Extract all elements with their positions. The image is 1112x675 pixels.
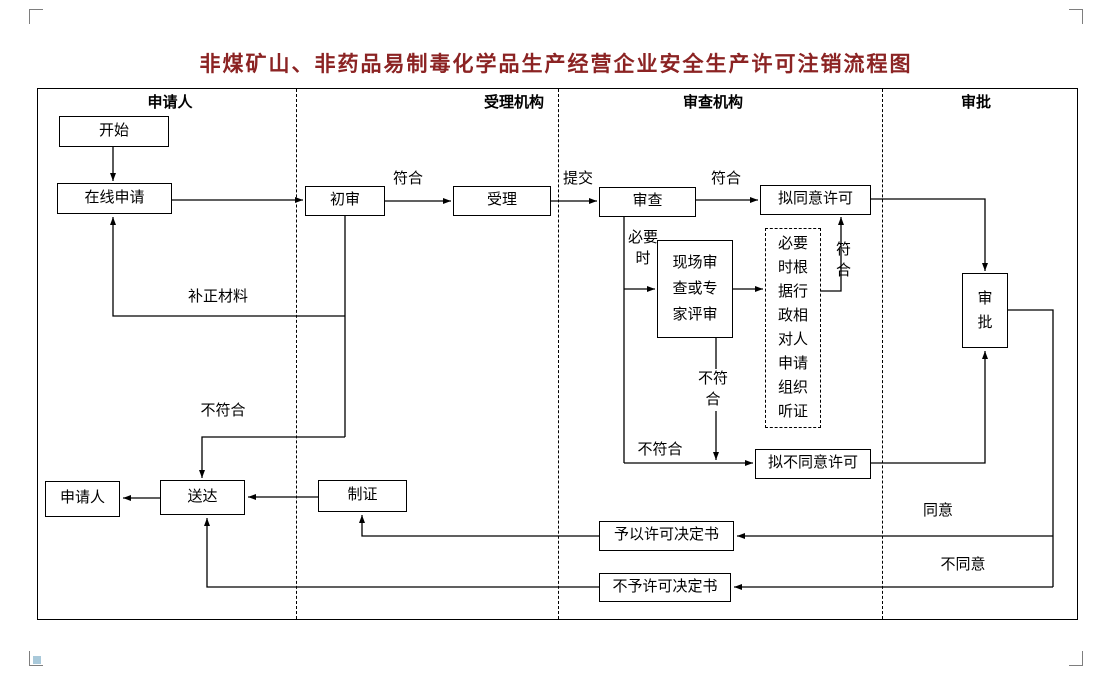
crop-mark-bottom-left bbox=[29, 651, 43, 666]
edge-label-submit: 提交 bbox=[562, 171, 593, 187]
node-accept: 受理 bbox=[453, 186, 551, 216]
node-onsite-review: 现场审查或专家评审 bbox=[657, 240, 733, 338]
edge-label-disagree: 不同意 bbox=[940, 557, 986, 573]
node-hearing: 必要时根据行政相对人申请组织听证 bbox=[765, 228, 821, 428]
node-deliver: 送达 bbox=[160, 480, 245, 515]
edge-label-conform-2: 符合 bbox=[710, 171, 741, 187]
node-propose-deny: 拟不同意许可 bbox=[755, 449, 871, 479]
node-review: 审查 bbox=[599, 187, 696, 217]
lane-label-accepting-agency: 受理机构 bbox=[483, 95, 545, 111]
crop-mark-top-right bbox=[1069, 9, 1083, 24]
crop-mark-top-left bbox=[29, 9, 43, 24]
node-start: 开始 bbox=[59, 116, 169, 147]
edge-label-conform-3: 符合 bbox=[835, 242, 851, 279]
node-grant-decision: 予以许可决定书 bbox=[599, 521, 734, 551]
node-propose-approve: 拟同意许可 bbox=[760, 185, 871, 215]
page-title: 非煤矿山、非药品易制毒化学品生产经营企业安全生产许可注销流程图 bbox=[199, 52, 913, 76]
lane-divider-1 bbox=[296, 89, 297, 619]
lane-label-review-agency: 审查机构 bbox=[682, 95, 744, 111]
page-anchor-marker bbox=[33, 656, 41, 664]
node-applicant: 申请人 bbox=[45, 481, 120, 517]
edge-label-not-conform-1: 不符合 bbox=[200, 403, 246, 419]
lane-divider-2 bbox=[558, 89, 559, 619]
crop-mark-bottom-right bbox=[1069, 651, 1083, 666]
lane-label-approval: 审批 bbox=[960, 95, 992, 111]
node-initial-review: 初审 bbox=[305, 186, 385, 216]
node-make-cert: 制证 bbox=[318, 480, 407, 512]
lane-divider-3 bbox=[882, 89, 883, 619]
edge-label-when-necessary: 必要时 bbox=[627, 230, 658, 267]
edge-label-supplement-materials: 补正材料 bbox=[187, 289, 248, 305]
node-deny-decision: 不予许可决定书 bbox=[599, 573, 731, 602]
edge-label-conform-1: 符合 bbox=[392, 171, 423, 187]
edge-label-not-conform-2: 不符合 bbox=[697, 369, 729, 411]
flowchart-frame bbox=[37, 88, 1078, 620]
edge-label-not-conform-3: 不符合 bbox=[637, 442, 683, 458]
node-online-apply: 在线申请 bbox=[57, 183, 172, 214]
lane-label-applicant: 申请人 bbox=[147, 95, 193, 111]
edge-label-agree: 同意 bbox=[922, 503, 953, 519]
node-approval: 审批 bbox=[962, 273, 1008, 348]
